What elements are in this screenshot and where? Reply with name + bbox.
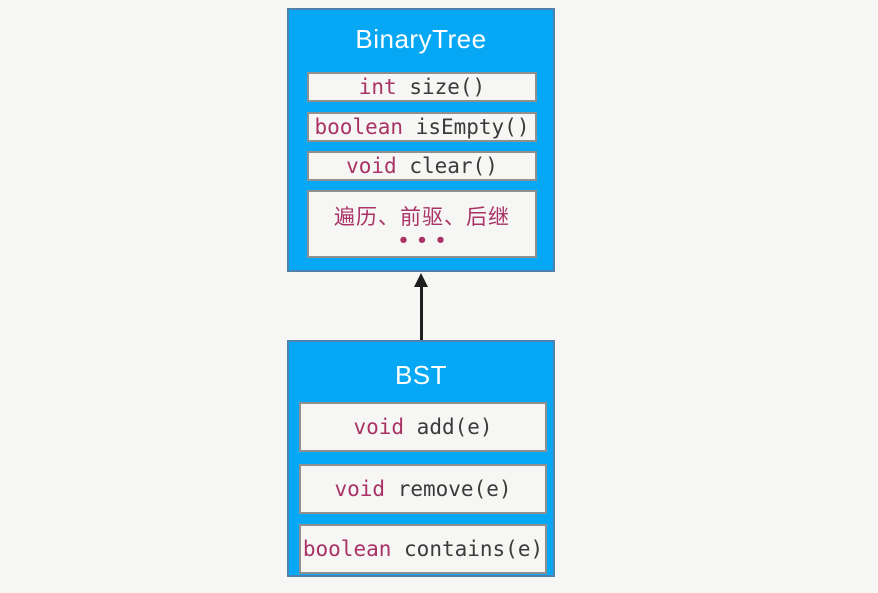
note-text: 遍历、前驱、后继 [334,205,510,229]
method-contains: boolean contains(e) [299,524,547,574]
class-box-bst: BST void add(e) void remove(e) boolean c… [287,340,555,577]
class-box-binarytree: BinaryTree int size() boolean isEmpty() … [287,8,555,272]
class-title-binarytree: BinaryTree [355,24,487,54]
arrow-line [419,285,423,340]
method-signature: clear() [396,154,498,178]
method-signature: isEmpty() [403,115,530,139]
method-keyword: void [353,415,405,439]
arrow-head-icon [414,273,428,287]
method-signature: contains(e) [391,537,544,561]
inheritance-arrow [408,273,434,340]
method-keyword: void [334,477,386,501]
method-keyword: boolean [302,537,392,561]
note-other-operations: 遍历、前驱、后继 ••• [307,190,537,258]
method-signature: add(e) [404,415,493,439]
method-size: int size() [307,72,537,102]
class-title-bst: BST [394,360,448,390]
method-keyword: void [346,154,397,178]
method-isempty: boolean isEmpty() [307,112,537,142]
method-add: void add(e) [299,402,547,452]
method-remove: void remove(e) [299,464,547,514]
ellipsis-dots: ••• [397,230,454,251]
method-keyword: boolean [314,115,404,139]
method-keyword: int [358,75,397,99]
method-clear: void clear() [307,151,537,181]
method-signature: size() [396,75,486,99]
method-signature: remove(e) [385,477,512,501]
